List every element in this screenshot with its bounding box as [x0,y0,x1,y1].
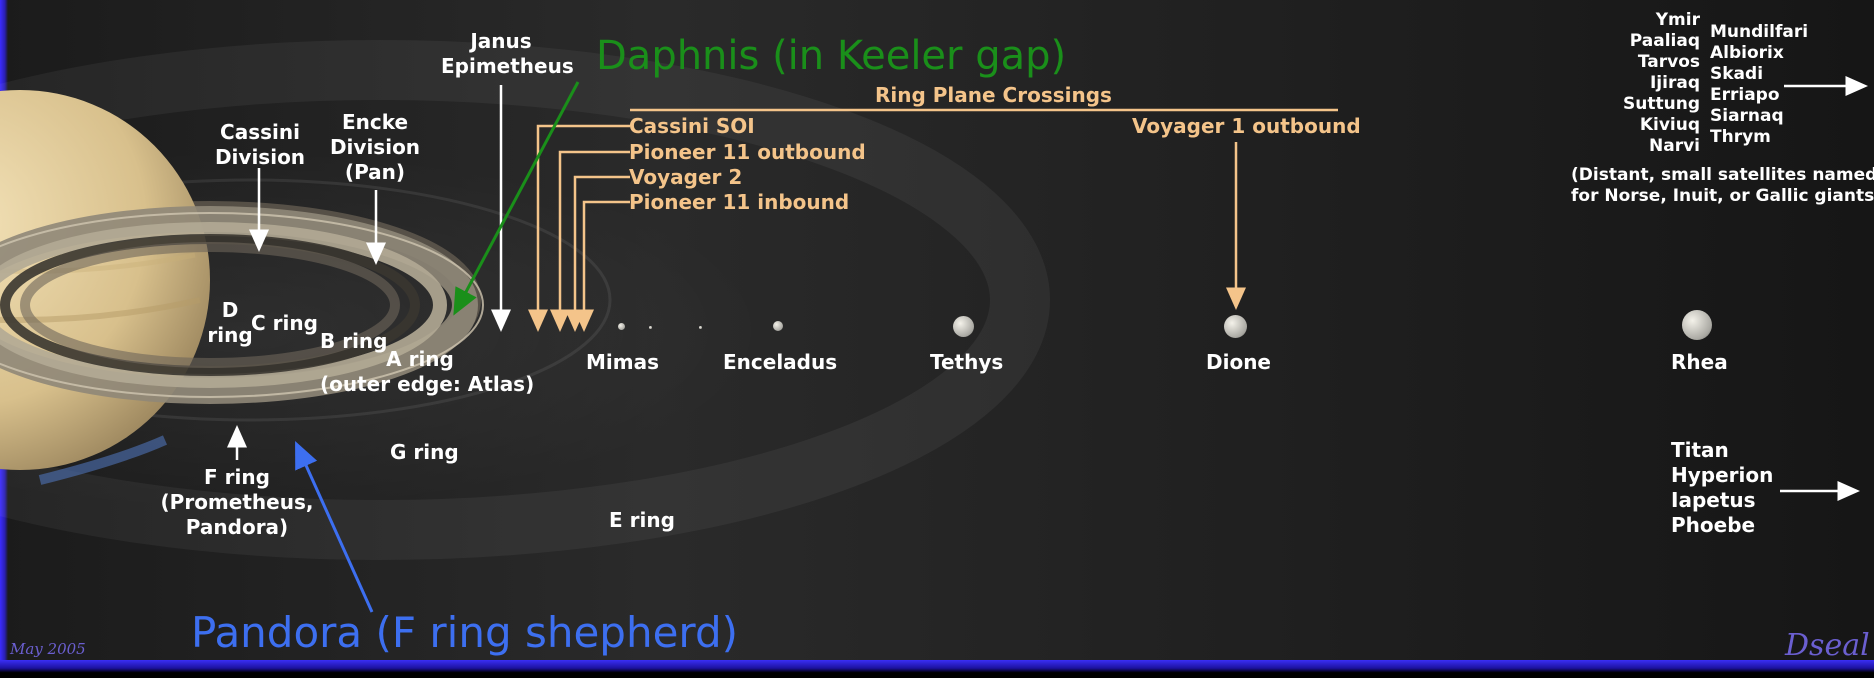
daphnis-label: Daphnis (in Keeler gap) [596,33,1067,79]
small-moon-1 [649,326,652,329]
dione-body [1224,315,1247,338]
bottom-frame-border [0,660,1874,678]
pandora-arrow [295,441,374,613]
moon-label-rhea: Rhea [1671,350,1728,374]
enceladus-body [773,321,783,331]
g-ring [0,178,612,422]
moon-label-dione: Dione [1206,350,1271,374]
tethys-body [953,316,974,337]
crossing-pioneer11-inbound: Pioneer 11 inbound [629,190,850,214]
author-signature: Dseal [1785,628,1870,663]
b-ring-label: B ring [320,329,388,353]
f-ring-label: F ring(Prometheus,Pandora) [160,465,314,539]
moon-label-enceladus: Enceladus [723,350,838,374]
e-ring-haze [0,40,1050,560]
crossing-voyager1-outbound: Voyager 1 outbound [1132,114,1361,138]
crossing-cassini-soi: Cassini SOI [629,114,755,138]
moon-label-tethys: Tethys [930,350,1004,374]
pandora-label: Pandora (F ring shepherd) [191,608,739,657]
small-moon-2 [699,326,702,329]
crossing-lines [528,108,1338,332]
e-ring-label: E ring [609,508,675,532]
daphnis-arrow [453,81,580,316]
a-ring-label: A ring(outer edge: Atlas) [320,347,535,396]
g-ring-label: G ring [390,440,459,464]
crossing-pioneer11-outbound: Pioneer 11 outbound [629,140,866,164]
white-arrows [227,76,1868,501]
mimas-body [618,323,625,330]
crossing-voyager2: Voyager 2 [629,165,743,189]
moon-label-mimas: Mimas [586,350,659,374]
c-ring-label: C ring [251,311,318,335]
date-caption: May 2005 [10,640,86,658]
rhea-body [1682,310,1712,340]
ring-plane-crossings-title: Ring Plane Crossings [875,83,1112,107]
